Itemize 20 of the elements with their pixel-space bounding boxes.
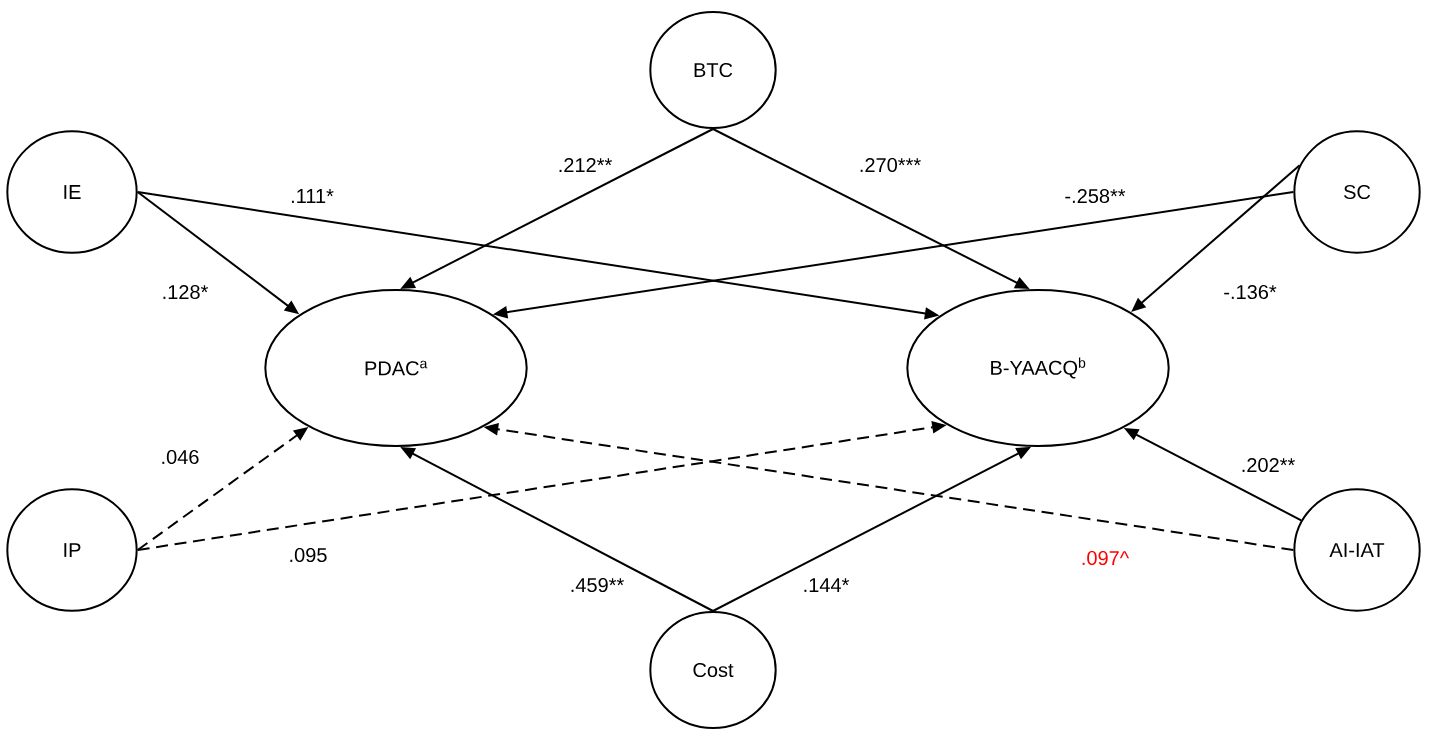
edge-label: .270***	[860, 157, 921, 173]
ellipse-node: PDAC$^{a}$	[264, 289, 528, 447]
edge-label: -.258**	[1065, 188, 1126, 204]
ellipse-node: IE	[6, 130, 138, 254]
ellipse-node: Cost	[649, 611, 777, 729]
ellipse-node: IP	[6, 488, 138, 612]
edge-label: .212**	[559, 158, 612, 172]
edge-label: .097^	[1082, 550, 1130, 566]
edge-label: .046	[162, 449, 199, 465]
edge-label: .111*	[291, 189, 334, 203]
ellipse-node: B-YAACQ$^{b}$	[906, 289, 1170, 447]
edge-label: .202**	[1242, 457, 1295, 473]
ellipse-node: BTC	[649, 11, 777, 129]
edge-label: -.136*	[1224, 284, 1277, 300]
edge-label: .144*	[804, 578, 850, 592]
edge-label: .095	[290, 547, 327, 563]
ellipse-node: AI-IAT	[1293, 488, 1421, 612]
edge-label: .128*	[163, 284, 209, 300]
ellipse-node: SC	[1293, 130, 1421, 254]
edge-label: .459**	[571, 577, 624, 593]
